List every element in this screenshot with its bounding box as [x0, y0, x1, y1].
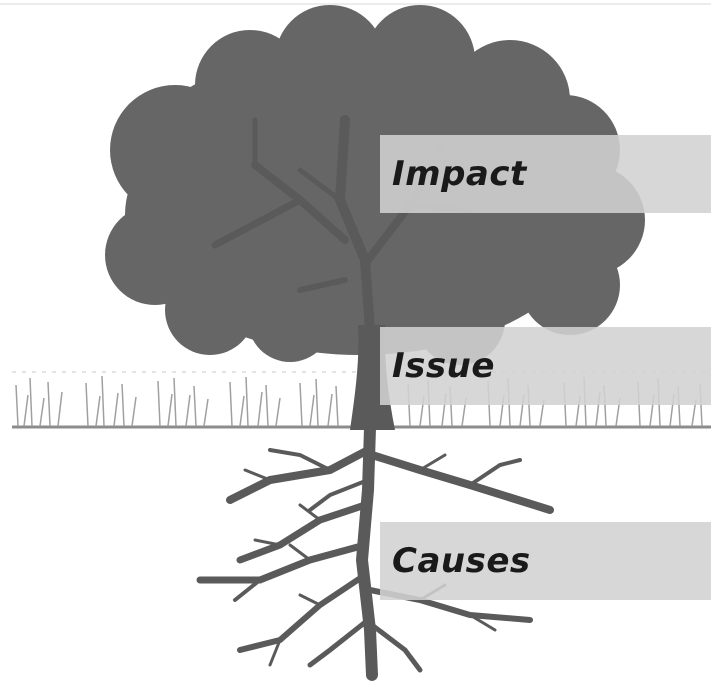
issue-label: Issue	[392, 346, 495, 386]
impact-label: Impact	[392, 154, 527, 194]
tree-roots	[196, 422, 554, 681]
issue-band: Issue	[380, 327, 711, 405]
causes-band: Causes	[380, 522, 711, 600]
impact-band: Impact	[380, 135, 711, 213]
causes-label: Causes	[392, 541, 531, 581]
